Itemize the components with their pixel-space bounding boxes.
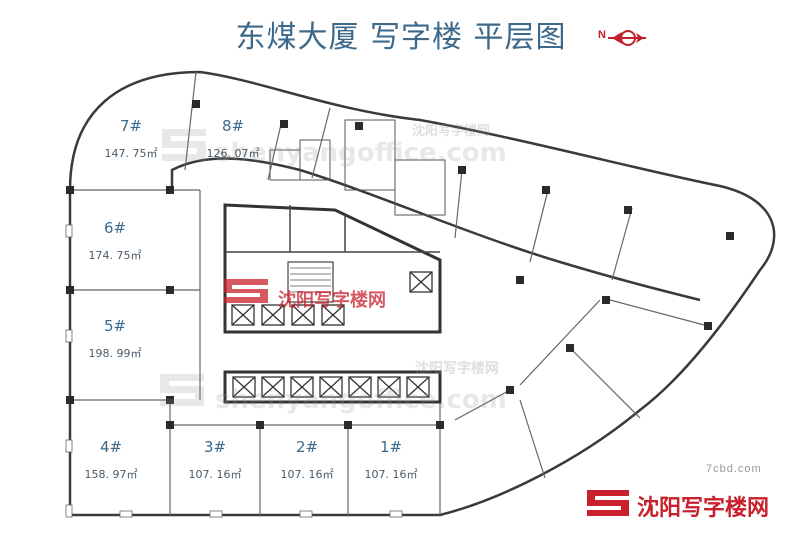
brand-logo-icon (587, 490, 629, 516)
compass-icon (608, 30, 646, 46)
unit-number: 3# (203, 438, 227, 456)
unit-area: 107. 16㎡ (280, 468, 334, 481)
brand-name: 沈阳写字楼网 (637, 496, 770, 521)
unit-area: 198. 99㎡ (88, 347, 142, 360)
unit-label-4: 4# 158. 97㎡ (76, 438, 146, 482)
partition-walls (70, 71, 709, 515)
unit-area: 158. 97㎡ (84, 468, 138, 481)
unit-number: 1# (379, 438, 403, 456)
watermark-text: 沈阳写字楼网 (278, 290, 386, 311)
restroom-blocks (269, 119, 446, 216)
structural-columns (66, 100, 734, 429)
unit-number: 8# (221, 117, 245, 135)
unit-label-1: 1# 107. 16㎡ (356, 438, 426, 482)
watermark-text: shenyangoffice.com (215, 138, 507, 168)
unit-label-5: 5# 198. 99㎡ (80, 317, 150, 361)
building-core (223, 203, 442, 404)
unit-number: 6# (103, 219, 127, 237)
watermark-logo-icon (224, 279, 268, 303)
unit-area: 174. 75㎡ (88, 249, 142, 262)
window-markers (65, 224, 403, 518)
unit-number: 7# (119, 117, 143, 135)
watermark-text: 沈阳写字楼网 (412, 124, 491, 139)
unit-number: 5# (103, 317, 127, 335)
watermark-text: shenyangoffice.com (215, 385, 507, 415)
unit-area: 147. 75㎡ (104, 147, 158, 160)
unit-number: 2# (295, 438, 319, 456)
unit-label-6: 6# 174. 75㎡ (80, 219, 150, 263)
unit-area: 107. 16㎡ (364, 468, 418, 481)
site-watermark: 7cbd.com (706, 463, 762, 475)
unit-label-8: 8# 126. 07㎡ (198, 117, 268, 161)
watermark-logo-icon (162, 129, 206, 161)
watermark-text: 沈阳写字楼网 (415, 361, 499, 377)
unit-label-3: 3# 107. 16㎡ (180, 438, 250, 482)
unit-area: 126. 07㎡ (206, 147, 260, 160)
unit-area: 107. 16㎡ (188, 468, 242, 481)
watermark-logo-icon (160, 374, 204, 406)
north-compass: N (598, 27, 658, 49)
unit-number: 4# (99, 438, 123, 456)
brand-logo: 沈阳写字楼网 (585, 484, 785, 524)
compass-north-label: N (598, 29, 606, 41)
unit-label-2: 2# 107. 16㎡ (272, 438, 342, 482)
unit-label-7: 7# 147. 75㎡ (96, 117, 166, 161)
page-title: 东煤大厦 写字楼 平层图 (235, 20, 567, 55)
